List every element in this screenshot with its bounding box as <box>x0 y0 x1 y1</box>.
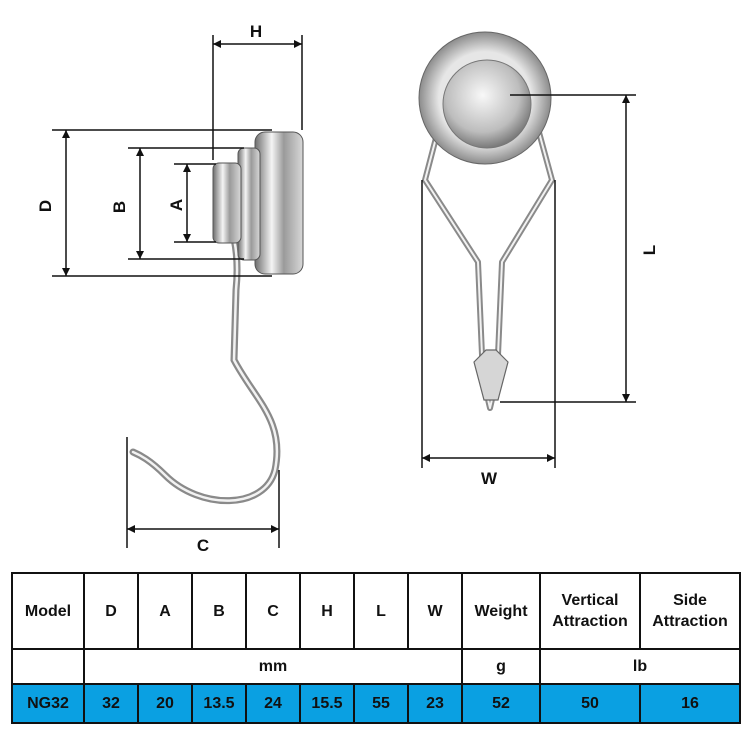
header-h: H <box>299 572 355 650</box>
side-view: H D B A C <box>36 22 304 555</box>
table-unit-row: mm g lb <box>11 648 741 685</box>
table-row: NG32 32 20 13.5 24 15.5 55 23 52 50 16 <box>11 683 741 724</box>
dim-label-b: B <box>110 201 129 213</box>
dim-label-a: A <box>167 199 186 211</box>
header-side-attraction: Side Attraction <box>639 572 741 650</box>
header-weight: Weight <box>461 572 541 650</box>
magnet-face-front <box>442 59 532 149</box>
cell-w: 23 <box>407 683 463 724</box>
dim-label-h: H <box>250 22 262 41</box>
cell-d: 32 <box>83 683 139 724</box>
table-header-row: Model D A B C H L W Weight Vertical Attr… <box>11 572 741 650</box>
cell-h: 15.5 <box>299 683 355 724</box>
front-hook-tip <box>473 349 509 401</box>
unit-g: g <box>461 648 541 685</box>
cell-b: 13.5 <box>191 683 247 724</box>
header-model: Model <box>11 572 85 650</box>
cell-vertical-attraction: 50 <box>539 683 641 724</box>
dim-label-c: C <box>197 536 209 555</box>
header-c: C <box>245 572 301 650</box>
magnet-cup-side <box>254 131 304 275</box>
cell-model: NG32 <box>11 683 85 724</box>
header-w: W <box>407 572 463 650</box>
swivel-boss-side <box>212 162 242 244</box>
cell-l: 55 <box>353 683 409 724</box>
cell-a: 20 <box>137 683 193 724</box>
magnetic-hook-diagram: H D B A C <box>36 22 659 555</box>
cell-side-attraction: 16 <box>639 683 741 724</box>
cell-c: 24 <box>245 683 301 724</box>
header-l: L <box>353 572 409 650</box>
unit-lb: lb <box>539 648 741 685</box>
header-b: B <box>191 572 247 650</box>
cell-weight: 52 <box>461 683 541 724</box>
dim-label-w: W <box>481 469 498 488</box>
header-a: A <box>137 572 193 650</box>
dim-label-d: D <box>36 200 55 212</box>
unit-empty <box>11 648 85 685</box>
header-vertical-attraction: Vertical Attraction <box>539 572 641 650</box>
dim-label-l: L <box>640 245 659 255</box>
header-d: D <box>83 572 139 650</box>
unit-mm: mm <box>83 648 463 685</box>
front-view: L W <box>418 31 659 488</box>
spec-table: Model D A B C H L W Weight Vertical Attr… <box>11 572 741 724</box>
